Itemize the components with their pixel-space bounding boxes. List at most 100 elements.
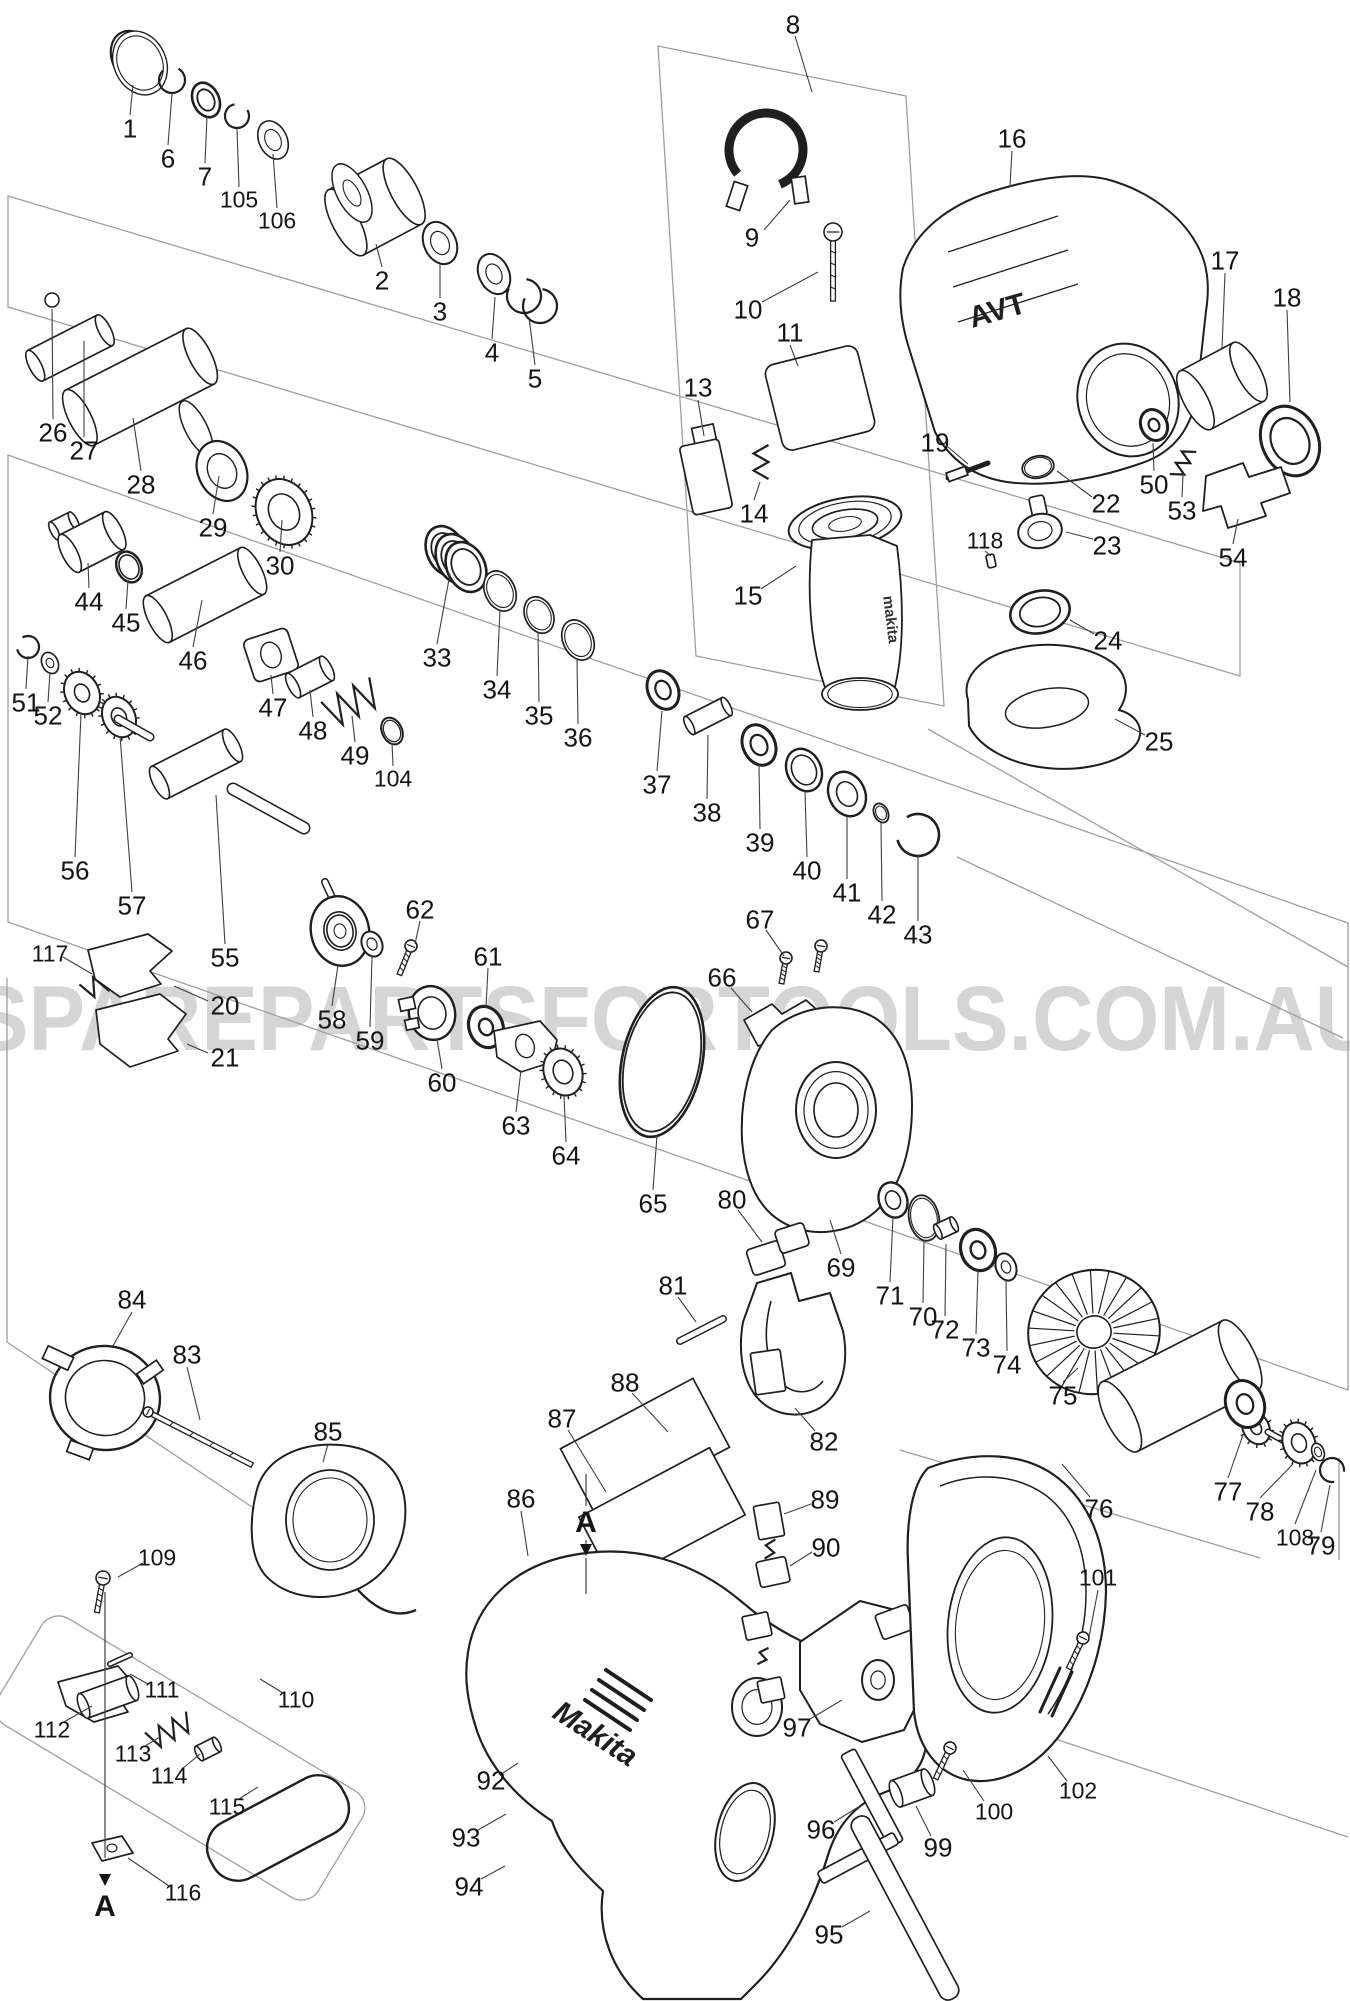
cylinder-part [888,1767,936,1809]
leader-line [51,308,54,420]
part-label-38: 38 [693,797,722,827]
rect-part [850,1815,960,2001]
ring-part [813,1082,859,1138]
section-marker-A: A [575,1506,597,1539]
ring-part [523,595,555,635]
outline-part [87,933,173,998]
spring-part [763,1538,777,1560]
outline-part [95,993,187,1068]
part-label-87: 87 [548,1403,577,1433]
leader-line [1005,1279,1008,1352]
ring-part [821,677,899,711]
leader-line [789,344,799,367]
screw-part [93,1570,111,1614]
rect-part [725,180,749,212]
part-label-60: 60 [428,1067,457,1097]
part-label-45: 45 [112,607,141,637]
leader-line [480,1865,506,1880]
part-label-89: 89 [811,1484,840,1514]
cylinder-part [1176,341,1268,431]
part-label-55: 55 [211,942,240,972]
leader-lines [25,35,1331,1928]
rect-part [65,1439,95,1461]
leader-line [375,243,383,268]
part-label-3: 3 [433,296,447,326]
leader-line [765,929,785,957]
ring-part [326,914,354,948]
ring-part [994,1252,1018,1282]
leader-line [794,35,813,93]
ring-part [331,163,373,223]
part-label-90: 90 [812,1532,841,1562]
part-label-7: 7 [198,161,212,191]
part-label-36: 36 [564,722,593,752]
part-label-86: 86 [507,1483,536,1513]
part-label-1: 1 [123,113,137,143]
leader-line [74,712,82,858]
part-label-95: 95 [815,1919,844,1949]
rod-part [604,1668,653,1702]
spring-part [1169,450,1197,476]
detail-line [957,283,1079,323]
outline-part [1202,462,1291,529]
leader-line [414,920,421,945]
leader-line [652,1134,658,1191]
leader-line [1056,470,1093,498]
rod-part [1050,1670,1074,1718]
ring-part [1021,454,1055,480]
part-label-108: 108 [1276,1524,1314,1550]
part-label-109: 109 [138,1544,176,1570]
ring-part [482,570,518,612]
ring-part [826,770,868,818]
part-label-83: 83 [173,1339,202,1369]
part-label-21: 21 [211,1042,240,1072]
leader-line [125,579,129,610]
leader-line [1286,309,1291,403]
leader-line [502,1762,519,1774]
ring-part [1223,1379,1267,1429]
leader-line [984,550,992,557]
circlip-part [223,102,251,130]
part-label-42: 42 [868,899,897,929]
part-label-28: 28 [127,469,156,499]
part-label-13: 13 [684,372,713,402]
leader-line [706,734,709,800]
ring-part [861,1659,895,1701]
construction-line [956,856,1344,1039]
part-label-2: 2 [375,265,389,295]
leader-line [783,1503,812,1515]
leader-line [889,1216,894,1283]
cylinder-part [193,1736,223,1762]
leader-line [117,1562,144,1578]
leader-line [204,115,208,164]
part-number-labels: 1671051062345891011131415161718192223118… [12,9,1336,1949]
ring-part [618,985,706,1139]
screw-part [823,222,843,302]
spring-part [144,1711,190,1750]
part-label-79: 79 [1307,1530,1336,1560]
ring-part [714,1782,776,1882]
circlip-part [505,277,543,315]
cylinder-part [932,1215,960,1241]
leader-line [212,475,220,515]
part-label-99: 99 [924,1832,953,1862]
cylinder-part [1097,1319,1263,1453]
leader-line [167,93,173,146]
gear-part [1278,1418,1320,1468]
ring-part [44,292,60,308]
part-label-30: 30 [266,550,295,580]
leader-line [563,1094,567,1143]
leader-line [62,956,93,975]
part-label-64: 64 [552,1140,581,1170]
ring-part [380,716,404,746]
part-label-63: 63 [502,1110,531,1140]
part-label-18: 18 [1273,282,1302,312]
cylinder-part [25,314,115,382]
leader-line [496,609,501,677]
part-label-59: 59 [356,1025,385,1055]
part-label-93: 93 [452,1822,481,1852]
rod-part [1038,1666,1062,1714]
ring-part [444,540,488,594]
part-label-80: 80 [718,1184,747,1214]
ring-part [872,802,890,824]
